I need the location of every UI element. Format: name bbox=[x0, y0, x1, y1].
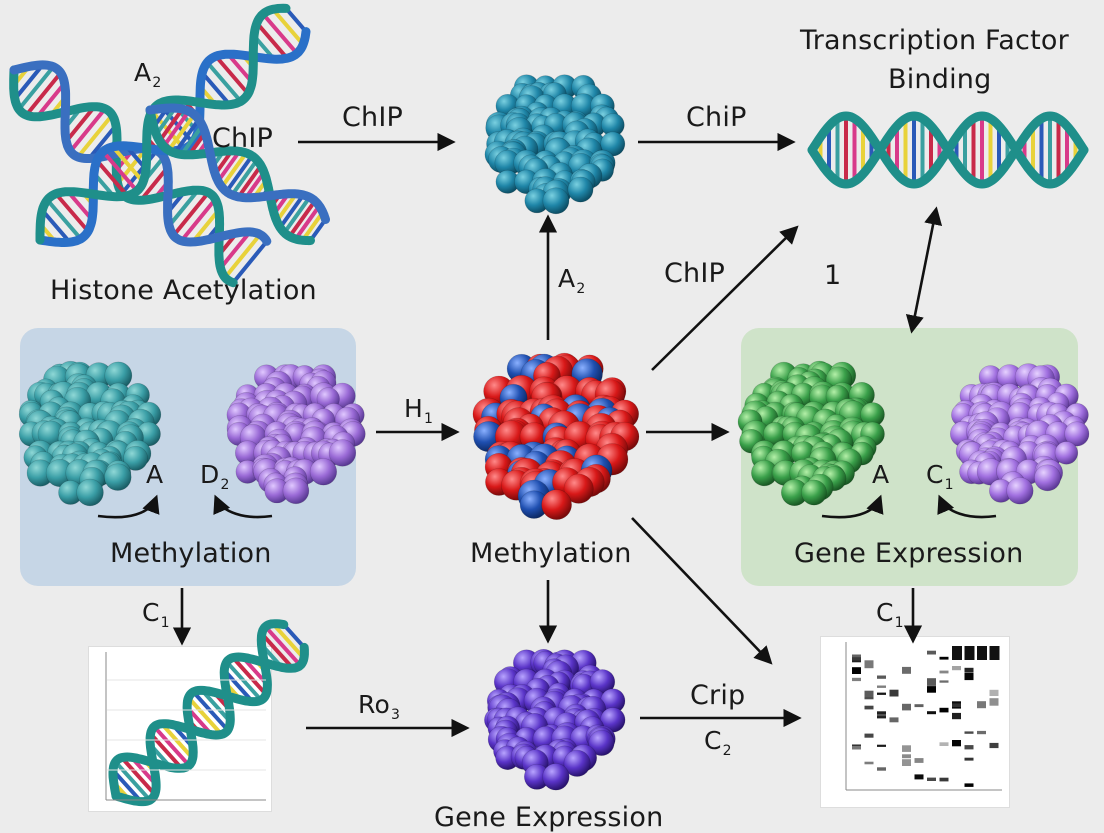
label-num-1: 1 bbox=[824, 260, 842, 291]
molecule-cluster-icon-center-red bbox=[472, 352, 640, 520]
dna-line-chart-card bbox=[88, 646, 272, 812]
label-h1-letter: H bbox=[404, 394, 423, 423]
label-ro3-sub: 3 bbox=[390, 707, 401, 723]
label-methylation-left: Methylation bbox=[110, 538, 272, 569]
label-chip-topleft: ChIP bbox=[212, 123, 274, 154]
label-left-d2: D2 bbox=[200, 462, 230, 492]
label-gene-expression-bottom: Gene Expression bbox=[434, 802, 664, 833]
label-c1-right: C1 bbox=[876, 600, 904, 630]
label-chip-diagonal: ChIP bbox=[664, 258, 726, 289]
curve-arrow-right-a bbox=[821, 494, 884, 519]
label-ro3: Ro3 bbox=[358, 692, 400, 722]
label-left-a: A bbox=[146, 460, 164, 489]
molecule-cluster-icon-right-green bbox=[737, 360, 885, 506]
dna-helix-icon-tf-binding bbox=[807, 111, 1089, 189]
label-a2-top-letter: A bbox=[134, 58, 152, 87]
label-a2-center-letter: A bbox=[558, 264, 576, 293]
label-gene-expression-right: Gene Expression bbox=[794, 538, 1024, 569]
molecule-cluster-icon-left-purple bbox=[226, 364, 366, 505]
label-a2-top-sub: 2 bbox=[152, 75, 162, 91]
arrows bbox=[97, 132, 997, 738]
label-chip-top-right: ChiP bbox=[686, 102, 747, 133]
label-crip: Crip bbox=[690, 680, 746, 711]
molecule-cluster-icon-top bbox=[484, 74, 626, 215]
dna-helix-icon-line-chart bbox=[108, 619, 309, 807]
label-c1-right-letter: C bbox=[876, 598, 894, 627]
arrow-diagonal-down bbox=[631, 517, 773, 665]
label-tf-binding-line1: Transcription Factor bbox=[800, 25, 1069, 56]
label-c1-left: C1 bbox=[142, 600, 170, 630]
curve-arrow-left-d2 bbox=[213, 494, 273, 519]
label-c1-left-letter: C bbox=[142, 598, 160, 627]
curve-arrow-right-c1 bbox=[937, 494, 997, 519]
label-a2-top: A2 bbox=[134, 60, 161, 90]
line-chart-thumbnail-icon bbox=[105, 652, 266, 801]
label-h1: H1 bbox=[404, 396, 433, 426]
bar-chart-thumbnail-icon bbox=[845, 642, 1002, 791]
label-c2: C2 bbox=[704, 728, 732, 758]
curve-arrow-left-a bbox=[97, 494, 160, 519]
label-right-c1-sub: 1 bbox=[944, 477, 954, 493]
label-a2-center: A2 bbox=[558, 266, 585, 296]
label-ro3-letter: Ro bbox=[358, 690, 390, 719]
label-chip-top-arrow: ChIP bbox=[342, 102, 404, 133]
label-right-c1: C1 bbox=[926, 462, 954, 492]
label-a2-center-sub: 2 bbox=[576, 281, 586, 297]
label-histone-acetylation: Histone Acetylation bbox=[50, 275, 317, 306]
arrow-chip-diagonal bbox=[651, 225, 799, 371]
label-c2-sub: 2 bbox=[722, 743, 732, 759]
label-c2-letter: C bbox=[704, 726, 722, 755]
arrow-double-tf bbox=[905, 206, 943, 334]
dna-helix-icon-top-left-c bbox=[145, 103, 330, 246]
label-left-d2-sub: 2 bbox=[220, 477, 230, 493]
label-c1-right-sub: 1 bbox=[894, 615, 904, 631]
label-right-c1-letter: C bbox=[926, 460, 944, 489]
label-methylation-center: Methylation bbox=[470, 538, 632, 569]
molecule-cluster-icon-right-violet bbox=[949, 363, 1090, 505]
molecule-cluster-icon-left-teal bbox=[18, 360, 162, 507]
label-c1-left-sub: 1 bbox=[160, 615, 170, 631]
label-h1-sub: 1 bbox=[424, 411, 434, 427]
molecule-cluster-icon-bottom-violet bbox=[484, 649, 626, 791]
label-right-a: A bbox=[872, 460, 890, 489]
label-left-d2-letter: D bbox=[200, 460, 220, 489]
label-tf-binding-line2: Binding bbox=[888, 64, 992, 95]
